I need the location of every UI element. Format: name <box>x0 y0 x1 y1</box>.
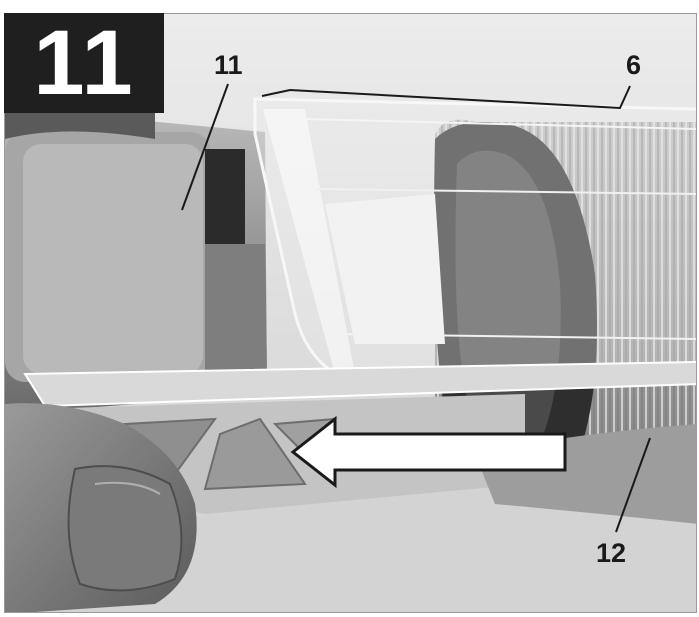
callout-label-12: 12 <box>596 538 627 568</box>
callout-label-6: 6 <box>626 50 642 80</box>
step-number-badge: 11 <box>4 13 164 113</box>
callout-label-11: 11 <box>214 50 243 80</box>
